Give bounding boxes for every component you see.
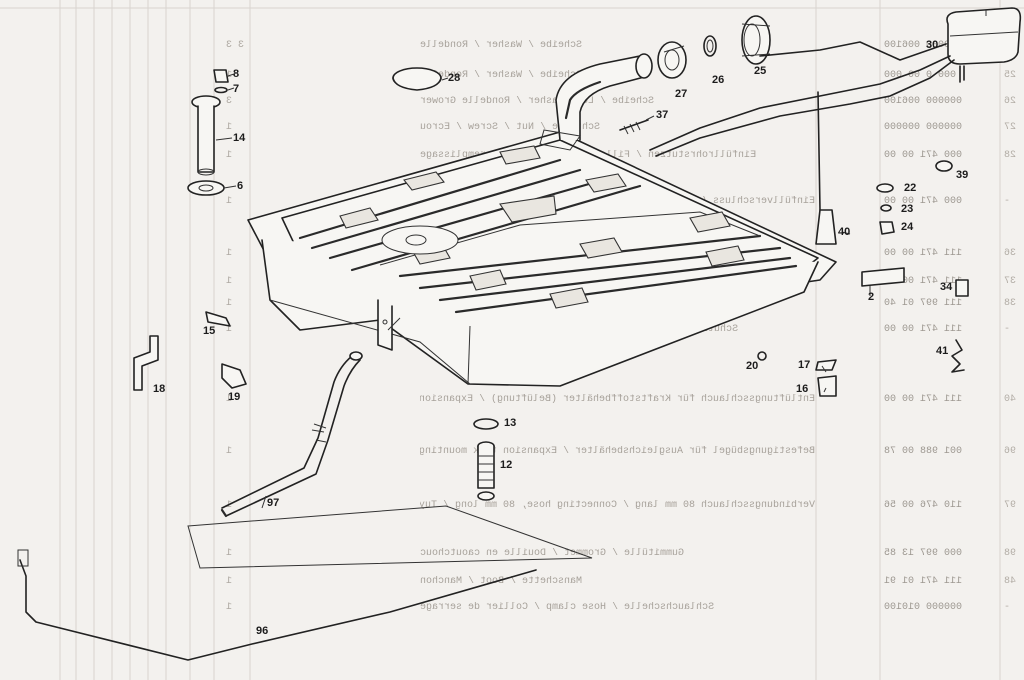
part-97-connecting-hose	[220, 351, 363, 518]
part-23-lock-washer	[880, 204, 892, 212]
callout-22: 22	[904, 182, 917, 194]
part-7-washer	[214, 86, 228, 94]
part-22-washer	[876, 183, 894, 193]
part-2-bracket	[861, 267, 905, 287]
callout-97: 97	[267, 497, 280, 509]
part-8-nut	[213, 69, 229, 83]
callout-96: 96	[256, 625, 269, 637]
part-37-bolt	[619, 119, 649, 135]
callout-34: 34	[940, 281, 953, 293]
part-16-bracket	[817, 375, 837, 397]
callout-15: 15	[203, 325, 216, 337]
part-25-filler-cap	[741, 15, 771, 65]
callout-18: 18	[153, 383, 166, 395]
callout-8: 8	[233, 68, 240, 80]
part-17-clamp	[815, 359, 837, 371]
callout-16: 16	[796, 383, 809, 395]
leader-lines	[215, 73, 871, 509]
callout-6: 6	[237, 180, 244, 192]
part-13-o-ring	[473, 418, 499, 430]
part-12-fitting	[477, 441, 495, 501]
part-24-nut	[879, 221, 895, 235]
filler-neck	[539, 53, 653, 151]
part-39-washer	[935, 160, 953, 172]
callout-40: 40	[838, 226, 851, 238]
part-40-grommet	[815, 91, 837, 245]
callout-26: 26	[712, 74, 725, 86]
callout-28: 28	[448, 72, 461, 84]
callout-37: 37	[656, 109, 669, 121]
part-18-bracket	[133, 335, 159, 391]
part-27-filler-ring	[657, 41, 687, 79]
part-15-clip	[205, 311, 231, 327]
part-41-spring-clip	[951, 339, 965, 373]
callout-25: 25	[754, 65, 767, 77]
part-96-fuel-pipe	[17, 549, 537, 661]
callout-30: 30	[926, 39, 939, 51]
callout-27: 27	[675, 88, 688, 100]
callout-41: 41	[936, 345, 949, 357]
callout-24: 24	[901, 221, 914, 233]
part-28-rubber-plug	[392, 67, 442, 91]
part-14-sender-unit	[191, 95, 221, 176]
part-20-washer	[757, 351, 767, 361]
callout-20: 20	[746, 360, 759, 372]
callout-39: 39	[956, 169, 969, 181]
fuel-tank	[247, 131, 837, 387]
callout-13: 13	[504, 417, 517, 429]
part-19-bracket	[221, 363, 247, 389]
callout-17: 17	[798, 359, 811, 371]
callout-14: 14	[233, 132, 246, 144]
callout-7: 7	[233, 83, 240, 95]
callout-2: 2	[868, 291, 875, 303]
callout-19: 19	[228, 391, 241, 403]
callout-23: 23	[901, 203, 914, 215]
hose-guide-outline	[187, 505, 593, 569]
part-6-gasket	[187, 180, 225, 196]
part-26-gasket	[703, 35, 717, 57]
callout-12: 12	[500, 459, 513, 471]
part-34-clip	[955, 279, 969, 297]
part-30-expansion-tank	[649, 7, 1022, 157]
